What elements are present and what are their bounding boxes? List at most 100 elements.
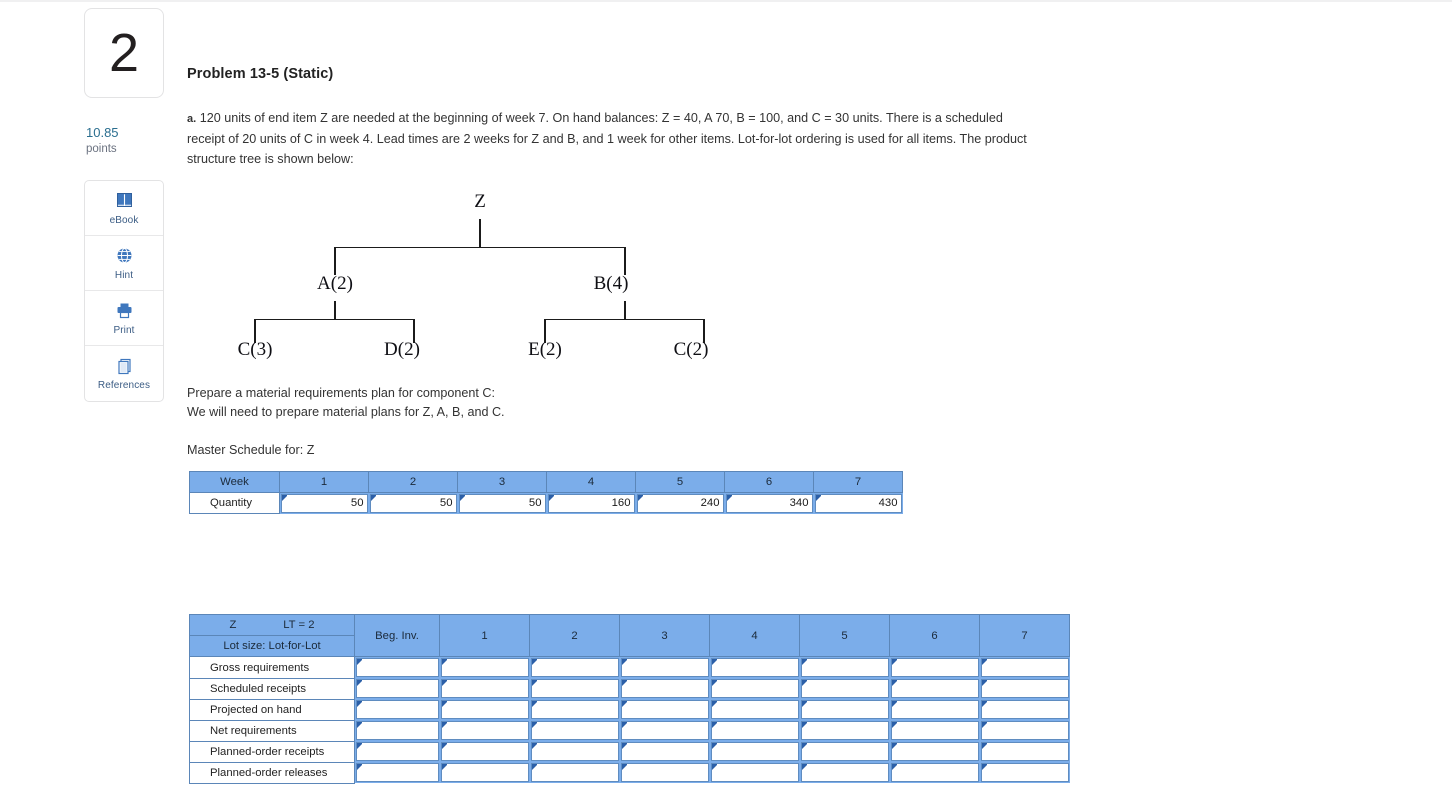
master-quantity-cell-week-2[interactable]: 50 — [368, 492, 458, 514]
mrp-input-cell-r0-c5[interactable] — [799, 656, 890, 679]
input-cell[interactable] — [440, 700, 529, 720]
input-cell[interactable] — [890, 658, 979, 678]
input-cell[interactable] — [620, 742, 709, 762]
input-cell[interactable] — [800, 721, 889, 741]
input-cell[interactable] — [620, 721, 709, 741]
mrp-input-cell-r1-c4[interactable] — [709, 678, 800, 700]
mrp-input-cell-r4-c0[interactable] — [354, 741, 440, 763]
mrp-input-cell-r3-c7[interactable] — [979, 720, 1070, 742]
mrp-input-cell-r0-c3[interactable] — [619, 656, 710, 679]
mrp-input-cell-r2-c0[interactable] — [354, 699, 440, 721]
mrp-input-cell-r4-c7[interactable] — [979, 741, 1070, 763]
input-cell[interactable] — [530, 742, 619, 762]
input-cell[interactable]: 240 — [636, 493, 724, 513]
input-cell[interactable] — [530, 679, 619, 699]
input-cell[interactable] — [356, 658, 439, 678]
mrp-input-cell-r4-c1[interactable] — [439, 741, 530, 763]
input-cell[interactable]: 50 — [458, 493, 546, 513]
input-cell[interactable] — [440, 742, 529, 762]
input-cell[interactable] — [980, 658, 1069, 678]
mrp-input-cell-r2-c4[interactable] — [709, 699, 800, 721]
input-cell[interactable] — [800, 679, 889, 699]
mrp-input-cell-r2-c3[interactable] — [619, 699, 710, 721]
input-cell[interactable] — [620, 700, 709, 720]
mrp-input-cell-r3-c6[interactable] — [889, 720, 980, 742]
tool-ebook[interactable]: eBook — [85, 181, 163, 236]
input-cell[interactable] — [530, 700, 619, 720]
input-cell[interactable] — [890, 679, 979, 699]
input-cell[interactable] — [440, 721, 529, 741]
input-cell[interactable] — [710, 658, 799, 678]
input-cell[interactable] — [620, 763, 709, 783]
master-quantity-cell-week-4[interactable]: 160 — [546, 492, 636, 514]
mrp-input-cell-r1-c0[interactable] — [354, 678, 440, 700]
mrp-input-cell-r4-c2[interactable] — [529, 741, 620, 763]
mrp-input-cell-r1-c6[interactable] — [889, 678, 980, 700]
input-cell[interactable] — [620, 658, 709, 678]
mrp-input-cell-r5-c1[interactable] — [439, 762, 530, 784]
input-cell[interactable] — [356, 742, 439, 762]
mrp-input-cell-r3-c2[interactable] — [529, 720, 620, 742]
input-cell[interactable] — [356, 763, 439, 783]
input-cell[interactable] — [710, 763, 799, 783]
input-cell[interactable] — [890, 721, 979, 741]
mrp-input-cell-r1-c2[interactable] — [529, 678, 620, 700]
mrp-input-cell-r0-c2[interactable] — [529, 656, 620, 679]
mrp-input-cell-r2-c5[interactable] — [799, 699, 890, 721]
input-cell[interactable] — [890, 763, 979, 783]
input-cell[interactable] — [980, 721, 1069, 741]
input-cell[interactable] — [890, 742, 979, 762]
input-cell[interactable] — [980, 763, 1069, 783]
mrp-input-cell-r2-c7[interactable] — [979, 699, 1070, 721]
input-cell[interactable] — [980, 742, 1069, 762]
input-cell[interactable] — [800, 658, 889, 678]
input-cell[interactable] — [710, 721, 799, 741]
mrp-input-cell-r0-c6[interactable] — [889, 656, 980, 679]
input-cell[interactable]: 430 — [814, 493, 902, 513]
mrp-input-cell-r5-c7[interactable] — [979, 762, 1070, 784]
mrp-input-cell-r0-c4[interactable] — [709, 656, 800, 679]
mrp-input-cell-r4-c5[interactable] — [799, 741, 890, 763]
master-quantity-cell-week-5[interactable]: 240 — [635, 492, 725, 514]
input-cell[interactable] — [530, 763, 619, 783]
mrp-input-cell-r4-c4[interactable] — [709, 741, 800, 763]
master-quantity-cell-week-3[interactable]: 50 — [457, 492, 547, 514]
tool-print[interactable]: Print — [85, 291, 163, 346]
mrp-input-cell-r3-c5[interactable] — [799, 720, 890, 742]
input-cell[interactable]: 160 — [547, 493, 635, 513]
input-cell[interactable] — [440, 679, 529, 699]
input-cell[interactable] — [440, 763, 529, 783]
mrp-input-cell-r5-c5[interactable] — [799, 762, 890, 784]
mrp-input-cell-r5-c4[interactable] — [709, 762, 800, 784]
mrp-input-cell-r3-c1[interactable] — [439, 720, 530, 742]
input-cell[interactable] — [710, 742, 799, 762]
mrp-input-cell-r3-c4[interactable] — [709, 720, 800, 742]
mrp-input-cell-r4-c6[interactable] — [889, 741, 980, 763]
input-cell[interactable] — [800, 742, 889, 762]
input-cell[interactable]: 50 — [281, 493, 368, 513]
input-cell[interactable] — [530, 658, 619, 678]
input-cell[interactable] — [356, 679, 439, 699]
mrp-input-cell-r4-c3[interactable] — [619, 741, 710, 763]
input-cell[interactable] — [440, 658, 529, 678]
input-cell[interactable] — [530, 721, 619, 741]
input-cell[interactable] — [710, 679, 799, 699]
input-cell[interactable] — [890, 700, 979, 720]
input-cell[interactable] — [800, 700, 889, 720]
input-cell[interactable] — [980, 679, 1069, 699]
tool-references[interactable]: References — [85, 346, 163, 401]
mrp-input-cell-r3-c3[interactable] — [619, 720, 710, 742]
input-cell[interactable] — [710, 700, 799, 720]
input-cell[interactable] — [800, 763, 889, 783]
master-quantity-cell-week-1[interactable]: 50 — [279, 492, 369, 514]
input-cell[interactable] — [980, 700, 1069, 720]
input-cell[interactable] — [356, 700, 439, 720]
master-quantity-cell-week-7[interactable]: 430 — [813, 492, 903, 514]
mrp-input-cell-r1-c3[interactable] — [619, 678, 710, 700]
mrp-input-cell-r5-c6[interactable] — [889, 762, 980, 784]
mrp-input-cell-r5-c3[interactable] — [619, 762, 710, 784]
mrp-input-cell-r1-c1[interactable] — [439, 678, 530, 700]
mrp-input-cell-r2-c1[interactable] — [439, 699, 530, 721]
mrp-input-cell-r2-c2[interactable] — [529, 699, 620, 721]
mrp-input-cell-r1-c5[interactable] — [799, 678, 890, 700]
